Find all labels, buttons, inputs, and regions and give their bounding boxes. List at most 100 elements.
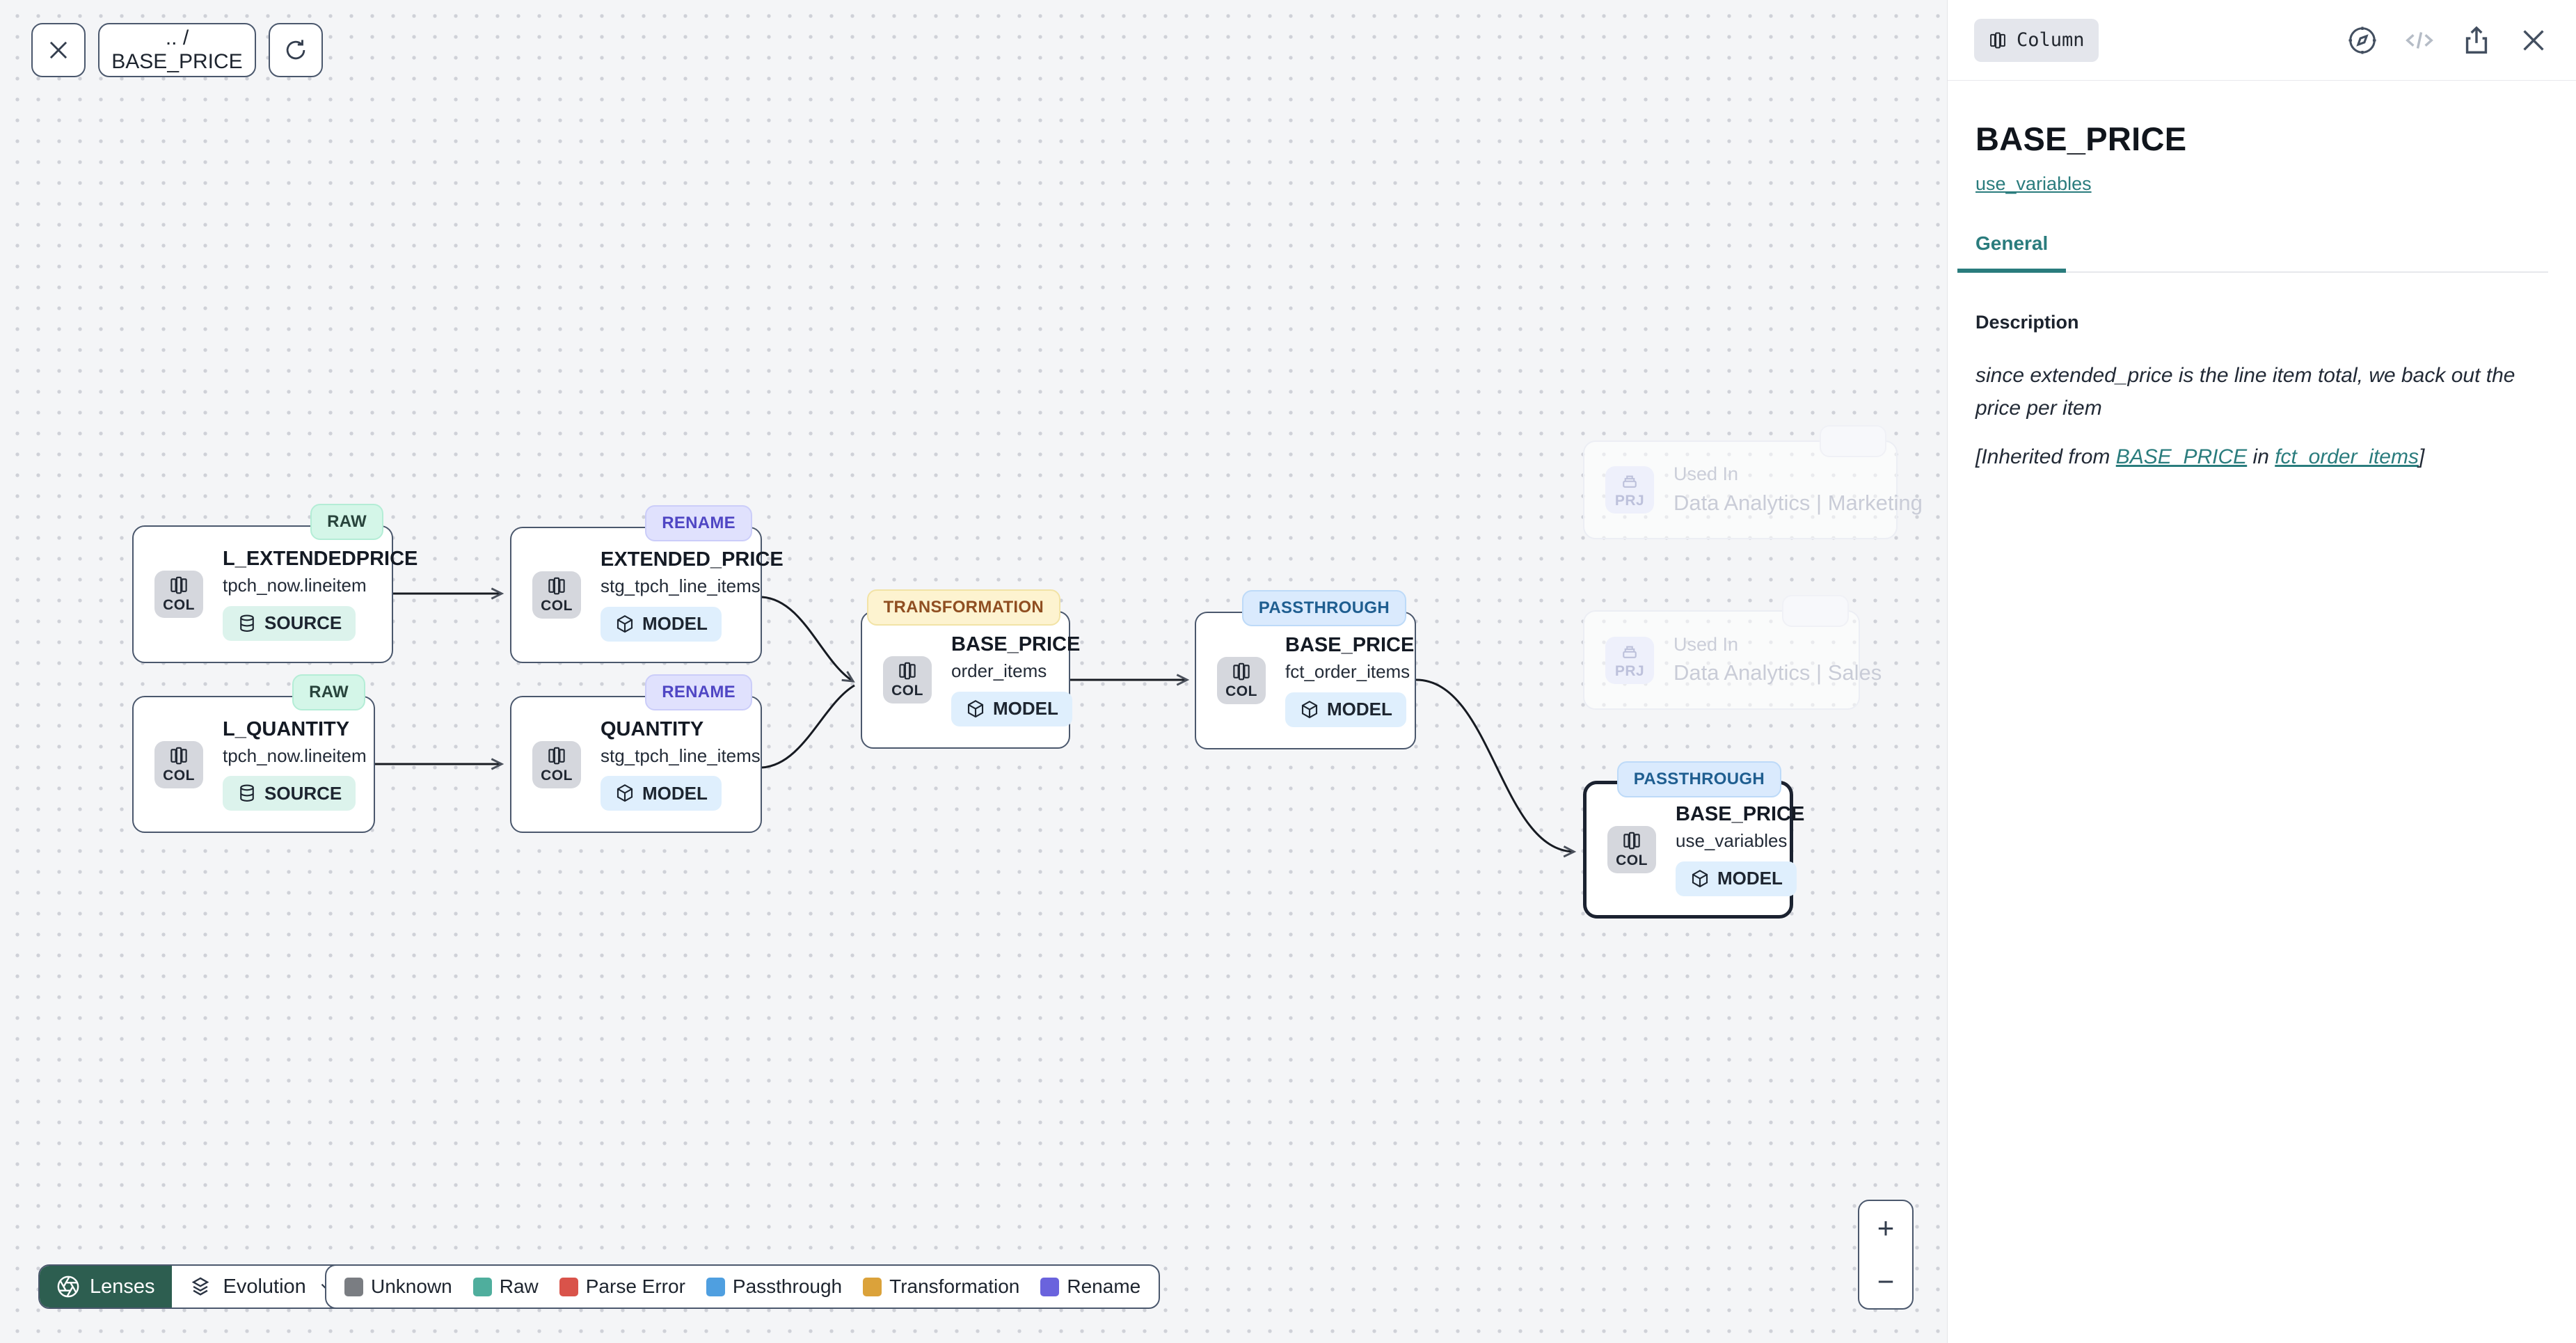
columns-icon: [548, 577, 565, 595]
lineage-node-quantity[interactable]: RENAME COL QUANTITY stg_tpch_line_items …: [510, 674, 762, 833]
node-subtitle: order_items: [951, 660, 1047, 682]
legend-label: Unknown: [371, 1276, 452, 1297]
legend-swatch: [706, 1277, 725, 1296]
ghost-lens-badge: [1820, 425, 1886, 457]
columns-icon: [1990, 32, 2005, 48]
compass-icon: [2348, 26, 2376, 54]
lineage-node-base-price-order-items[interactable]: TRANSFORMATION COL BASE_PRICE order_item…: [861, 589, 1080, 749]
legend-item: Unknown: [344, 1276, 452, 1298]
node-title: BASE_PRICE: [1676, 803, 1805, 826]
node-subtitle: stg_tpch_line_items: [601, 745, 761, 766]
column-kind-label: COL: [163, 597, 195, 613]
columns-icon: [170, 576, 187, 594]
cube-icon: [1301, 700, 1318, 719]
tab-general[interactable]: General: [1957, 232, 2067, 273]
description-text: since extended_price is the line item to…: [1975, 364, 2515, 420]
close-icon: [49, 41, 67, 59]
parent-model-link[interactable]: use_variables: [1975, 173, 2092, 194]
view-code-button[interactable]: [2403, 24, 2435, 56]
used-in-title: Data Analytics | Sales: [1673, 660, 1882, 685]
inherited-from-note: [Inherited from BASE_PRICE in fct_order_…: [1975, 445, 2548, 469]
breadcrumb[interactable]: .. / BASE_PRICE: [98, 23, 256, 77]
project-type-chip: PRJ: [1605, 466, 1654, 514]
project-stack-icon: [1623, 645, 1637, 658]
close-icon: [2523, 29, 2544, 51]
panel-title: BASE_PRICE: [1975, 120, 2187, 157]
column-type-chip: COL: [154, 740, 203, 788]
columns-icon: [170, 747, 187, 764]
description-heading: Description: [1975, 312, 2079, 333]
legend-label: Passthrough: [732, 1276, 843, 1297]
inherited-prefix: [Inherited from: [1975, 445, 2116, 468]
zoom-out-button[interactable]: −: [1859, 1255, 1912, 1308]
column-type-chip: COL: [532, 740, 581, 788]
legend-label: Rename: [1067, 1276, 1141, 1297]
cube-icon: [617, 614, 633, 633]
resource-type-badge: SOURCE: [223, 605, 356, 641]
refresh-button[interactable]: [269, 23, 323, 77]
database-icon: [240, 784, 254, 802]
inherited-infix: in: [2247, 445, 2275, 468]
details-panel: Column BASE: [1947, 0, 2576, 1343]
columns-icon: [548, 747, 565, 764]
selected-lens-label: Evolution: [223, 1275, 306, 1298]
zoom-in-button[interactable]: +: [1859, 1201, 1912, 1255]
lenses-button[interactable]: Lenses: [40, 1266, 172, 1308]
resource-type-badge: MODEL: [1285, 692, 1406, 727]
breadcrumb-label: .. / BASE_PRICE: [111, 26, 243, 73]
column-kind-label: COL: [1225, 683, 1257, 699]
ghost-lens-badge: [1782, 595, 1849, 627]
node-subtitle: stg_tpch_line_items: [601, 575, 761, 597]
columns-icon: [1233, 662, 1250, 681]
node-subtitle: fct_order_items: [1285, 661, 1410, 683]
explore-lineage-button[interactable]: [2346, 24, 2378, 56]
project-kind-label: PRJ: [1614, 662, 1645, 679]
entity-type-chip: Column: [1974, 18, 2099, 62]
inherited-column-link[interactable]: BASE_PRICE: [2115, 445, 2248, 468]
node-title: L_EXTENDEDPRICE: [223, 548, 418, 571]
column-kind-label: COL: [891, 683, 923, 699]
refresh-icon: [286, 40, 305, 60]
lens-badge: RENAME: [645, 505, 752, 541]
details-panel-header: Column: [1948, 0, 2576, 81]
legend-swatch: [559, 1277, 578, 1296]
layers-icon: [191, 1277, 209, 1296]
inherited-model-link[interactable]: fct_order_items: [2275, 445, 2419, 468]
share-button[interactable]: [2460, 24, 2492, 56]
legend-item: Passthrough: [706, 1276, 842, 1298]
lens-badge: RAW: [310, 504, 383, 540]
column-type-chip: COL: [154, 571, 203, 618]
lineage-node-l-extendedprice[interactable]: RAW COL L_EXTENDEDPRICE tpch_now.lineite…: [132, 504, 418, 663]
panel-tabs: General: [1957, 232, 2548, 273]
legend-swatch: [472, 1277, 492, 1296]
node-title: BASE_PRICE: [951, 633, 1081, 656]
lineage-node-l-quantity[interactable]: RAW COL L_QUANTITY tpch_now.lineitem SOU…: [132, 674, 375, 833]
column-type-chip: COL: [883, 656, 932, 704]
lens-badge: TRANSFORMATION: [866, 589, 1060, 626]
used-in-label: Used In: [1673, 633, 1739, 655]
lens-badge: RAW: [292, 674, 365, 710]
column-type-chip: COL: [1217, 657, 1266, 704]
lineage-node-extended-price[interactable]: RENAME COL EXTENDED_PRICE stg_tpch_line_…: [510, 505, 784, 663]
lens-legend: Unknown Raw Parse Error Passthrough Tran…: [325, 1264, 1161, 1309]
cube-icon: [967, 699, 984, 718]
database-icon: [240, 614, 254, 632]
column-type-chip: COL: [532, 571, 581, 619]
columns-icon: [1623, 832, 1640, 850]
resource-type-badge: MODEL: [601, 606, 722, 642]
used-in-label: Used In: [1673, 463, 1739, 485]
zoom-controls: + −: [1858, 1200, 1914, 1310]
used-in-node-sales[interactable]: PRJ Used In Data Analytics | Sales: [1583, 595, 1882, 710]
project-type-chip: PRJ: [1605, 636, 1654, 684]
cube-icon: [1692, 869, 1708, 888]
close-panel-button[interactable]: [2518, 24, 2550, 56]
close-lineage-button[interactable]: [31, 23, 86, 77]
used-in-node-marketing[interactable]: PRJ Used In Data Analytics | Marketing: [1583, 425, 1923, 539]
lineage-node-base-price-fct-order-items[interactable]: PASSTHROUGH COL BASE_PRICE fct_order_ite…: [1195, 590, 1416, 749]
resource-type-badge: MODEL: [601, 776, 722, 811]
lens-selector-dropdown[interactable]: Evolution: [171, 1266, 352, 1308]
node-subtitle: tpch_now.lineitem: [223, 745, 367, 766]
lineage-node-base-price-use-variables[interactable]: PASSTHROUGH COL BASE_PRICE use_variables…: [1583, 761, 1804, 919]
lenses-label: Lenses: [90, 1275, 155, 1298]
cube-icon: [617, 784, 633, 802]
